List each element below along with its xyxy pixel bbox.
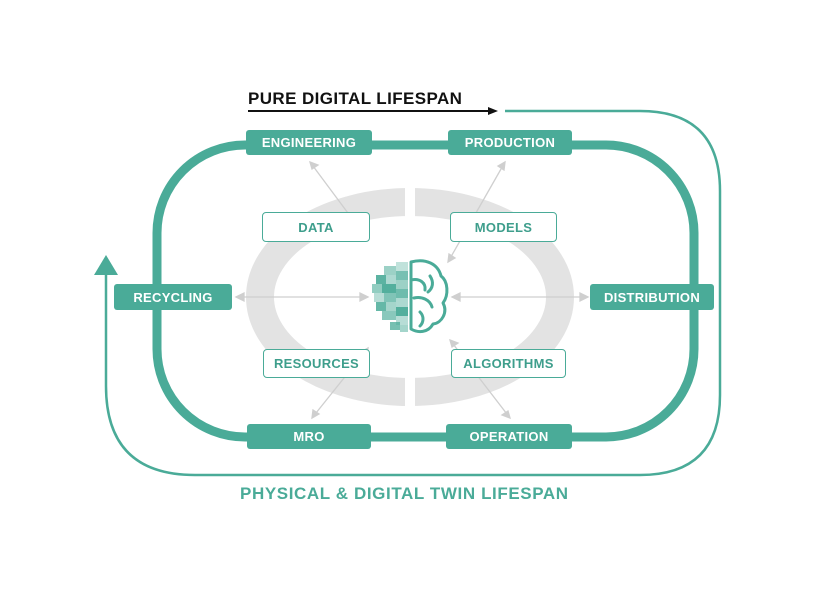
stage-distribution: DISTRIBUTION [590,284,714,310]
input-data-label: DATA [298,219,334,235]
stage-operation: OPERATION [446,424,572,449]
stage-recycling: RECYCLING [114,284,232,310]
outer-lifespan-path [104,109,722,477]
stage-mro-label: MRO [293,429,325,444]
stage-recycling-label: RECYCLING [133,289,213,305]
stage-mro: MRO [247,424,371,449]
stage-production-label: PRODUCTION [464,135,556,150]
input-models-label: MODELS [474,219,533,235]
digital-lifespan-arrowhead [488,107,498,115]
input-algorithms: ALGORITHMS [451,349,566,378]
stage-engineering-label: ENGINEERING [261,135,357,150]
brain-icon [372,259,449,334]
title-pure-digital-lifespan: PURE DIGITAL LIFESPAN [248,89,463,108]
outer-lifespan-arrowhead [94,255,118,275]
input-models: MODELS [450,212,557,242]
input-resources: RESOURCES [263,349,370,378]
stage-engineering: ENGINEERING [246,130,372,155]
stage-production: PRODUCTION [448,130,572,155]
title-physical-digital-twin-lifespan: PHYSICAL & DIGITAL TWIN LIFESPAN [240,484,569,503]
input-resources-label: RESOURCES [273,356,360,371]
input-data: DATA [262,212,370,242]
stage-distribution-label: DISTRIBUTION [603,289,701,305]
input-algorithms-label: ALGORITHMS [463,356,554,371]
stage-operation-label: OPERATION [469,429,549,444]
